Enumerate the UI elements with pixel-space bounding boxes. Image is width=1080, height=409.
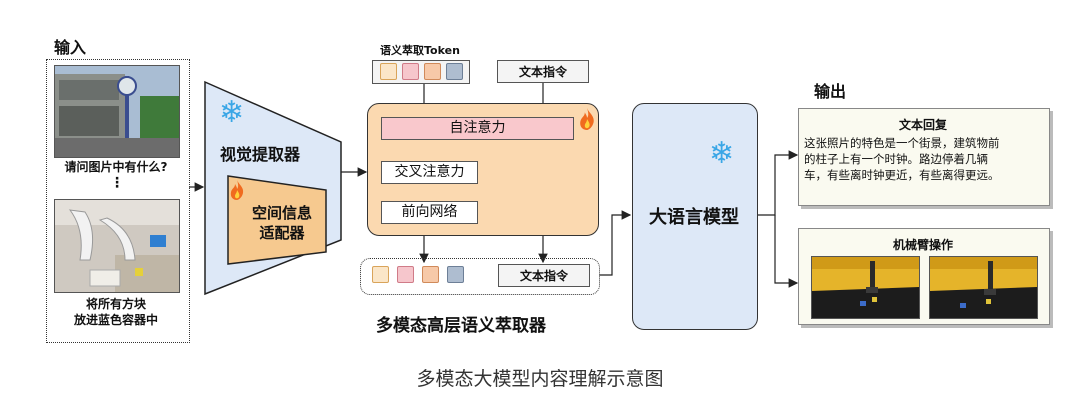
spatial-adapter-label: 空间信息 适配器 (244, 203, 320, 243)
arm-frame-1 (811, 256, 920, 319)
input-heading: 输入 (54, 38, 87, 57)
text-reply-line-1: 这张照片的特色是一个街景，建筑物前 (804, 136, 1000, 150)
token-1 (380, 63, 397, 80)
robot-photo (54, 199, 180, 293)
flame-icon (230, 180, 244, 200)
llm-label: 大语言模型 (649, 207, 739, 228)
arm-frame-2 (929, 256, 1038, 319)
spatial-adapter-line-2: 适配器 (259, 224, 305, 242)
input-ellipsis: ⋮ (110, 175, 124, 191)
text-reply-card (798, 108, 1050, 206)
arrow-llm-to-arm (774, 215, 799, 288)
vision-encoder-label: 视觉提取器 (220, 145, 301, 164)
ffn-box: 前向网络 (381, 201, 478, 224)
text-reply-line-2: 的柱子上有一个时钟。路边停着几辆 (804, 152, 988, 166)
figure-caption: 多模态大模型内容理解示意图 (416, 368, 664, 390)
self-attention-box: 自注意力 (381, 117, 574, 140)
extractor-title: 多模态高层语义萃取器 (376, 316, 546, 336)
token-4 (446, 63, 463, 80)
text-reply-line-3: 车，有些离时钟更近，有些离得更远。 (804, 168, 1000, 182)
spatial-adapter-shape (227, 175, 327, 265)
text-reply-title: 文本回复 (898, 118, 947, 132)
output-token-3 (422, 266, 439, 283)
output-token-2 (397, 266, 414, 283)
input-question: 请问图片中有什么? (64, 160, 168, 174)
text-reply-body: 这张照片的特色是一个街景，建筑物前 的柱子上有一个时钟。路边停着几辆 车，有些离… (804, 135, 1049, 183)
llm-block (632, 103, 758, 330)
snowflake-icon: ❄ (219, 95, 245, 130)
extractor-output-frame (360, 258, 600, 295)
token-2 (402, 63, 419, 80)
text-instruction-output: 文本指令 (498, 264, 590, 287)
arm-title: 机械臂操作 (892, 238, 953, 252)
output-token-4 (447, 266, 464, 283)
input-instruction-line-1: 将所有方块 (85, 297, 146, 311)
input-instruction: 将所有方块 放进蓝色容器中 (54, 296, 178, 328)
arrow-extractor-to-llm (599, 210, 632, 276)
flame-icon (580, 108, 594, 130)
output-heading: 输出 (814, 82, 847, 101)
spatial-adapter-line-1: 空间信息 (251, 204, 312, 222)
cross-attention-box: 交叉注意力 (381, 161, 478, 184)
token-panel-label: 语义萃取Token (380, 44, 460, 57)
input-frame (46, 59, 190, 343)
output-token-1 (372, 266, 389, 283)
text-instruction-top: 文本指令 (497, 60, 589, 83)
input-instruction-line-2: 放进蓝色容器中 (73, 313, 158, 327)
token-3 (424, 63, 441, 80)
snowflake-icon: ❄ (709, 136, 735, 171)
arrow-llm-to-text (758, 150, 799, 216)
street-photo (54, 65, 180, 158)
